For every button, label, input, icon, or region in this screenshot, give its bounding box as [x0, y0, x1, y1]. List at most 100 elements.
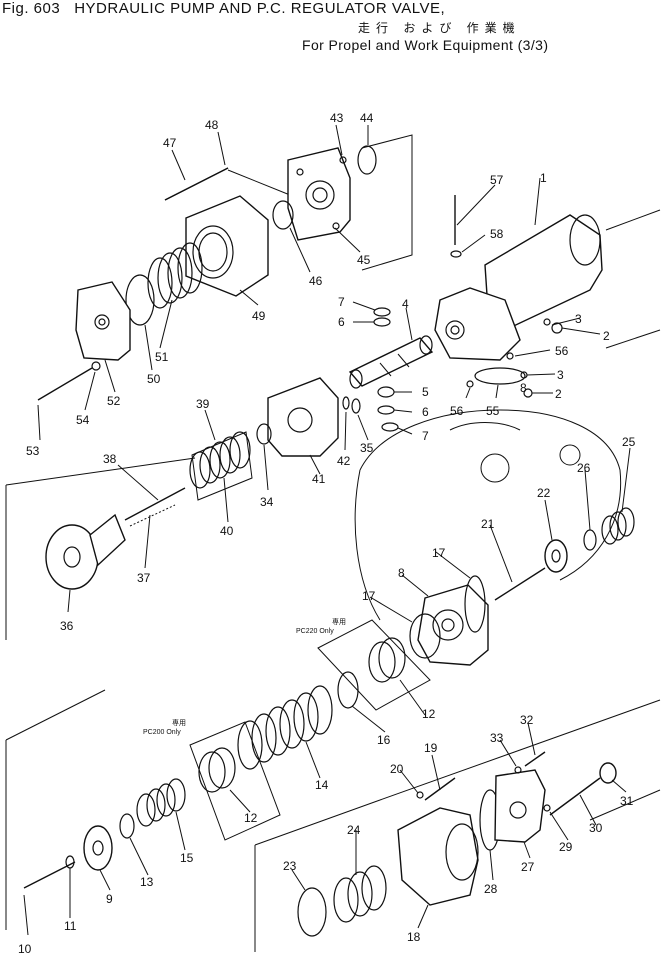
part-spring-12a: [198, 747, 236, 793]
part-screw-30: [549, 777, 601, 816]
title-block: Fig. 603 HYDRAULIC PUMP AND P.C. REGULAT…: [0, 0, 661, 60]
callout-7a: 7: [338, 295, 345, 309]
callout-52: 52: [107, 394, 121, 408]
callout-2a: 2: [603, 329, 610, 343]
part-spool-4: [348, 335, 434, 389]
callout-3a: 3: [575, 312, 582, 326]
callout-13: 13: [140, 875, 154, 889]
callout-37: 37: [137, 571, 151, 585]
note-pc200-jp: 専用: [172, 718, 186, 727]
callout-58: 58: [490, 227, 504, 241]
part-seat-26: [583, 529, 597, 551]
part-sleeve-5: [377, 386, 395, 398]
part-ring-7a: [373, 307, 391, 317]
callout-39: 39: [196, 397, 210, 411]
callout-51: 51: [155, 350, 169, 364]
callout-41: 41: [312, 472, 326, 486]
leader-lines: [23, 124, 631, 936]
part-screw-21: [494, 567, 546, 601]
part-housing-41: [267, 377, 339, 457]
callout-10: 10: [18, 942, 32, 956]
callout-40: 40: [220, 524, 234, 538]
callout-23: 23: [283, 859, 297, 873]
callout-5: 5: [422, 385, 429, 399]
part-pin-56a: [506, 352, 514, 360]
callout-31: 31: [620, 794, 634, 808]
part-bolt-47: [164, 167, 229, 201]
callout-38: 38: [103, 452, 117, 466]
part-housing-8: [417, 584, 489, 666]
part-spring-25: [601, 507, 635, 545]
part-spring-51: [147, 242, 203, 309]
part-cover-52: [75, 281, 131, 361]
callout-50: 50: [147, 372, 161, 386]
part-spring-14: [237, 685, 333, 770]
part-plug-42: [342, 396, 350, 410]
part-oring-3a: [543, 318, 551, 326]
callout-6b: 6: [422, 405, 429, 419]
callout-24: 24: [347, 823, 361, 837]
callout-48: 48: [205, 118, 219, 132]
callout-18: 18: [407, 930, 421, 944]
callout-56b: 56: [450, 404, 464, 418]
callout-29: 29: [559, 840, 573, 854]
part-bolt-32: [524, 751, 546, 767]
group-brackets: [5, 134, 661, 952]
callout-45: 45: [357, 253, 371, 267]
callout-46: 46: [309, 274, 323, 288]
callout-33: 33: [490, 731, 504, 745]
figure-number: Fig. 603: [2, 0, 61, 17]
part-bolt-10: [23, 861, 76, 889]
callout-19: 19: [424, 741, 438, 755]
callout-22: 22: [537, 486, 551, 500]
figure-heading: HYDRAULIC PUMP AND P.C. REGULATOR VALVE,: [74, 0, 446, 17]
part-springs-23-24: [297, 865, 387, 937]
part-washer-20: [416, 791, 424, 799]
callout-43: 43: [330, 111, 344, 125]
note-pc220-jp: 専用: [332, 617, 346, 626]
callout-57: 57: [490, 173, 504, 187]
callout-11: 11: [64, 919, 77, 933]
part-nut-31: [599, 762, 617, 784]
part-ring-7b: [381, 422, 399, 432]
figure-title-japanese: 走行 および 作業機: [358, 21, 521, 35]
callout-9: 9: [106, 892, 113, 906]
callout-6a: 6: [338, 315, 345, 329]
part-ring-6b: [377, 405, 395, 415]
part-bolt-53: [37, 367, 93, 401]
callout-3b: 3: [557, 368, 564, 382]
callout-55: 55: [486, 404, 500, 418]
callout-42: 42: [337, 454, 351, 468]
figure-subtitle: For Propel and Work Equipment (3/3): [302, 37, 549, 53]
callout-47: 47: [163, 136, 177, 150]
part-springs-39-40: [189, 431, 251, 489]
part-oring-17a: [464, 575, 486, 633]
part-oring-17b: [409, 613, 441, 659]
part-plug-43: [339, 156, 347, 164]
part-plate-45: [287, 147, 351, 241]
callout-17b: 17: [362, 589, 376, 603]
part-oring-44: [357, 145, 377, 175]
part-pump-body-1: [434, 214, 603, 361]
callout-12a: 12: [244, 811, 258, 825]
part-retainer-9: [83, 825, 113, 871]
part-cover-27: [494, 769, 546, 843]
callout-2b: 2: [555, 387, 562, 401]
callout-27: 27: [521, 860, 535, 874]
note-pc220: PC220 Only: [296, 628, 334, 635]
callout-53: 53: [26, 444, 40, 458]
callout-28: 28: [484, 882, 498, 896]
callout-8b: 8: [398, 566, 405, 580]
callout-15: 15: [180, 851, 194, 865]
callout-54: 54: [76, 413, 90, 427]
part-retainer-22: [544, 539, 568, 573]
callout-35: 35: [360, 441, 374, 455]
part-spring-12b: [368, 637, 406, 683]
part-spring-15: [136, 778, 186, 827]
part-washer-58: [450, 250, 462, 258]
part-oring-55: [474, 367, 526, 385]
engine-outline: [354, 409, 622, 621]
applicability-notes: 専用 PC220 Only 専用 PC200 Only: [143, 617, 346, 736]
callout-56a: 56: [555, 344, 569, 358]
